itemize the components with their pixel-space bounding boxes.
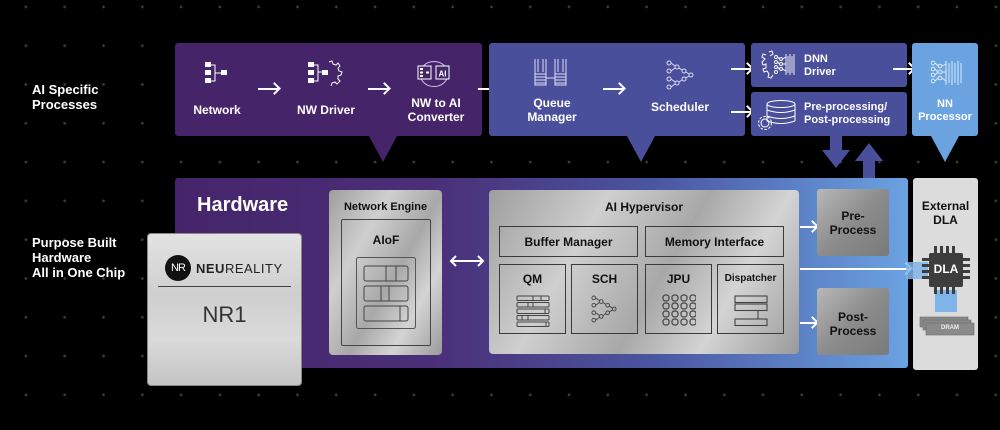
sch-label: SCH — [591, 272, 618, 286]
arrow-right-icon — [800, 226, 816, 228]
arrow-right-icon — [800, 322, 816, 324]
pre-process-block — [817, 189, 889, 256]
buffer-manager-block — [499, 226, 638, 257]
label-line: Purpose Built — [32, 235, 117, 250]
post-process-block — [817, 288, 889, 355]
network-gear-icon — [307, 60, 343, 86]
label-line: Queue — [533, 96, 571, 110]
hardware-title: Hardware — [197, 194, 289, 216]
pre-post-processing-label: Pre-processing/ Post-processing — [804, 101, 890, 127]
dla-chip-label: DLA — [933, 262, 959, 276]
network-tree-icon — [204, 62, 228, 84]
label-line: Pre-processing/ — [804, 101, 888, 113]
neural-net-icon — [930, 60, 962, 86]
arrow-right-icon — [258, 88, 278, 90]
post-process-label: Post- Process — [817, 310, 889, 338]
queue-stack-icon — [516, 295, 550, 327]
pre-post-processing-panel — [751, 92, 907, 136]
qm-block — [499, 264, 566, 334]
label-line: Manager — [527, 110, 577, 124]
external-dla-title: External DLA — [913, 199, 978, 227]
nn-processor-panel — [912, 43, 978, 136]
brand-name: NEUREALITY — [196, 261, 283, 276]
aiof-block — [341, 219, 431, 346]
label-line: Driver — [804, 66, 836, 78]
label-line: NN — [937, 98, 953, 110]
purpose-built-hardware-label: Purpose Built Hardware All in One Chip — [32, 235, 125, 280]
ai-hypervisor-title: AI Hypervisor — [604, 200, 684, 214]
arrow-right-icon — [368, 88, 388, 90]
neureality-logo-icon: NR — [165, 255, 191, 281]
bidirectional-arrow-icon — [449, 254, 485, 268]
label-line: Post- — [838, 310, 868, 324]
dram-connector — [935, 290, 957, 312]
nw-to-ai-icon: AI — [416, 60, 452, 88]
queue-icon — [534, 59, 568, 86]
memory-interface-label: Memory Interface — [664, 235, 765, 249]
dispatcher-icon — [734, 295, 768, 327]
label-line: Process — [829, 223, 877, 237]
queue-manager-label: Queue Manager — [512, 96, 592, 124]
nw-to-ai-converter-label: NW to AI Converter — [396, 96, 476, 124]
label-line: External — [921, 199, 970, 213]
sch-block — [571, 264, 638, 334]
label-line: Converter — [407, 110, 465, 124]
aiof-register-icon — [356, 257, 416, 329]
label-line: All in One Chip — [32, 265, 126, 280]
dnn-driver-label: DNN Driver — [804, 53, 836, 79]
dnn-gear-icon — [760, 50, 796, 80]
buffer-manager-label: Buffer Manager — [524, 235, 613, 249]
arrow-right-icon — [731, 68, 751, 70]
database-gear-icon — [757, 99, 797, 131]
brand-light: REALITY — [224, 261, 283, 276]
network-label: Network — [193, 103, 241, 117]
aiof-title: AIoF — [372, 233, 400, 247]
label-line: AI Specific — [32, 82, 99, 97]
network-processes-panel — [175, 43, 482, 136]
svg-text:AI: AI — [439, 70, 447, 79]
pointer-triangle — [369, 136, 397, 162]
dnn-driver-panel — [751, 43, 907, 87]
label-line: NW to AI — [411, 96, 461, 110]
up-arrow-icon — [855, 143, 883, 179]
arrow-right-icon — [893, 68, 913, 70]
nw-driver-label: NW Driver — [296, 103, 355, 117]
label-line: DLA — [933, 213, 958, 227]
nr1-chip: NR NEUREALITY NR1 — [147, 233, 302, 386]
pre-process-label: Pre- Process — [817, 209, 889, 237]
jpu-block — [645, 264, 712, 334]
label-line: Post-processing — [804, 114, 891, 126]
label-line: Hardware — [32, 250, 92, 265]
label-line: Processor — [918, 111, 972, 123]
brand-bold: NEU — [196, 261, 225, 276]
nn-processor-label: NN Processor — [912, 98, 978, 124]
ai-specific-processes-label: AI Specific Processes — [32, 82, 98, 112]
arrow-right-icon — [603, 88, 623, 90]
label-line: Pre- — [841, 209, 865, 223]
network-engine-title: Network Engine — [343, 201, 428, 213]
divider — [158, 286, 291, 287]
dispatcher-block — [717, 264, 784, 334]
processor-grid-icon — [662, 294, 696, 326]
chip-model: NR1 — [202, 302, 247, 327]
scheduler-graph-icon — [591, 294, 617, 324]
dram-label: DRAM — [941, 325, 959, 331]
qm-label: QM — [522, 272, 543, 286]
scheduler-graph-icon — [666, 60, 694, 90]
dla-chip-icon — [920, 244, 972, 296]
pointer-triangle — [627, 136, 655, 162]
dram-module-icon — [918, 316, 976, 338]
scheduler-label: Scheduler — [650, 100, 710, 114]
down-arrow-icon — [822, 136, 850, 168]
dispatcher-label: Dispatcher — [724, 273, 777, 284]
jpu-label: JPU — [666, 272, 691, 286]
arrow-right-icon — [800, 268, 910, 270]
memory-interface-block — [645, 226, 784, 257]
label-line: Process — [829, 324, 877, 338]
arrow-right-icon — [478, 88, 498, 90]
label-line: DNN — [804, 53, 828, 65]
label-line: Processes — [32, 97, 98, 112]
arrow-right-icon — [731, 111, 751, 113]
pointer-triangle — [931, 136, 959, 162]
